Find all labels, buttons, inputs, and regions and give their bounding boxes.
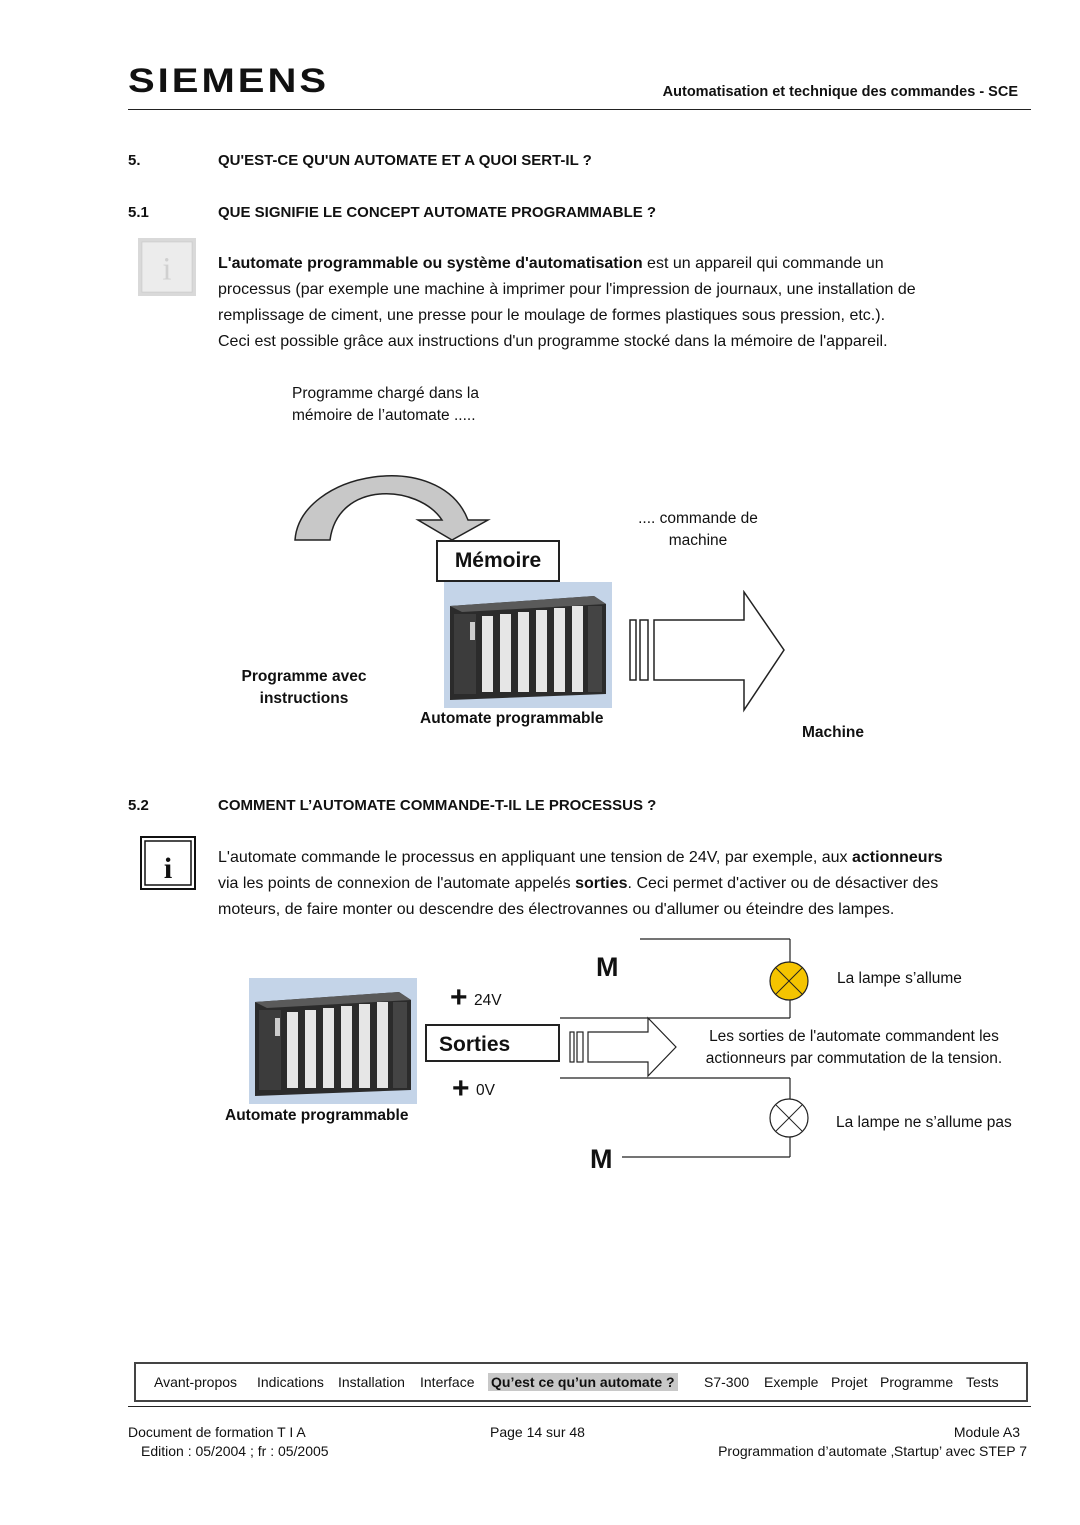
lamp-on-label: La lampe s’allume — [837, 970, 962, 987]
info-icon-2: i — [140, 836, 196, 890]
desc-line2: actionneurs par commutation de la tensio… — [705, 1050, 1003, 1067]
para-line2: processus (par exemple une machine à imp… — [218, 281, 916, 298]
load-arrow-icon — [294, 475, 491, 541]
nav-automate-active[interactable]: Qu’est ce qu’un automate ? — [488, 1373, 678, 1391]
info-icon: i — [138, 238, 196, 296]
nav-installation[interactable]: Installation — [338, 1374, 405, 1390]
section-52-paragraph: L'automate commande le processus en appl… — [218, 845, 1038, 923]
footer-doc: Document de formation T I A — [128, 1424, 306, 1440]
desc-line1: Les sorties de l'automate commandent les — [709, 1028, 999, 1045]
commande-line1: .... commande de — [638, 510, 758, 527]
footer-module: Module A3 — [953, 1424, 1020, 1440]
output-arrow-icon — [629, 590, 785, 713]
s52-line2-bold: sorties — [575, 875, 628, 892]
lamp-off-label: La lampe ne s’allume pas — [836, 1114, 1012, 1131]
footer-divider — [128, 1406, 1031, 1407]
section-52-number: 5.2 — [128, 797, 149, 814]
plc-image-2 — [249, 978, 417, 1104]
nav-indications[interactable]: Indications — [257, 1374, 324, 1390]
nav-tests[interactable]: Tests — [966, 1374, 999, 1390]
section-51-paragraph: L'automate programmable ou système d'aut… — [218, 251, 1038, 355]
nav-programme[interactable]: Programme — [880, 1374, 954, 1390]
para-bold-term: L'automate programmable ou système d'aut… — [218, 255, 643, 272]
v24-label: 24V — [474, 992, 502, 1009]
footer-programmation: Programmation d’automate ‚Startup’ avec … — [718, 1443, 1027, 1459]
footer-edition: Edition : 05/2004 ; fr : 05/2005 — [141, 1443, 329, 1459]
section-5-number: 5. — [128, 152, 141, 169]
plc-image — [444, 582, 612, 708]
nav-s7-300[interactable]: S7-300 — [704, 1374, 750, 1390]
nav-avant-propos[interactable]: Avant-propos — [154, 1374, 238, 1390]
para-line1-rest: est un appareil qui commande un — [642, 255, 884, 272]
section-51-number: 5.1 — [128, 204, 149, 221]
para-line4: Ceci est possible grâce aux instructions… — [218, 333, 888, 350]
wiring-diagram — [560, 938, 809, 1158]
nav-projet[interactable]: Projet — [831, 1374, 868, 1390]
commande-label: .... commande de machine — [620, 508, 776, 552]
sorties-arrow-icon — [569, 1016, 677, 1078]
sorties-box: Sorties — [425, 1024, 560, 1062]
m-bottom-label: M — [590, 1144, 613, 1174]
v0-label: 0V — [476, 1082, 495, 1099]
svg-text:i: i — [162, 252, 171, 288]
s52-line1-pre: L'automate commande le processus en appl… — [218, 849, 852, 866]
footer-page: Page 14 sur 48 — [490, 1424, 585, 1440]
automate-label: Automate programmable — [420, 710, 604, 727]
nav-interface[interactable]: Interface — [420, 1374, 475, 1390]
prog-charge-label: Programme chargé dans la mémoire de l’au… — [292, 383, 479, 427]
prog-charge-line1: Programme chargé dans la — [292, 385, 479, 402]
m-top-label: M — [596, 952, 619, 982]
s52-line2-pre: via les points de connexion de l'automat… — [218, 875, 576, 892]
s52-line2-post: . Ceci permet d'activer ou de désactiver… — [627, 875, 939, 892]
svg-text:i: i — [164, 852, 172, 885]
plus-0v-icon: + — [452, 1072, 470, 1105]
s52-line1-bold: actionneurs — [852, 849, 943, 866]
memoire-box: Mémoire — [436, 540, 560, 582]
header-title: Automatisation et technique des commande… — [662, 84, 1018, 100]
prog-charge-line2: mémoire de l’automate ..... — [292, 407, 476, 424]
commande-line2: machine — [668, 532, 728, 549]
para-line3: remplissage de ciment, une presse pour l… — [218, 307, 886, 324]
s52-line3: moteurs, de faire monter ou descendre de… — [218, 901, 895, 918]
nav-exemple[interactable]: Exemple — [764, 1374, 819, 1390]
programme-line1: Programme avec — [241, 668, 367, 685]
automate-label-2: Automate programmable — [225, 1107, 409, 1124]
machine-label: Machine — [802, 724, 865, 741]
sorties-description: Les sorties de l'automate commandent les… — [676, 1026, 1032, 1070]
programme-label: Programme avec instructions — [230, 666, 378, 710]
programme-line2: instructions — [259, 690, 349, 707]
section-52-title: COMMENT L’AUTOMATE COMMANDE-T-IL LE PROC… — [218, 797, 657, 814]
section-51-title: QUE SIGNIFIE LE CONCEPT AUTOMATE PROGRAM… — [218, 204, 657, 221]
chapter-navbar: Avant-propos Indications Installation In… — [134, 1362, 1028, 1402]
plus-24v-icon: + — [450, 981, 468, 1014]
header-divider — [128, 109, 1031, 110]
section-5-title: QU'EST-CE QU'UN AUTOMATE ET A QUOI SERT-… — [218, 152, 592, 169]
siemens-logo: SIEMENS — [128, 62, 330, 100]
